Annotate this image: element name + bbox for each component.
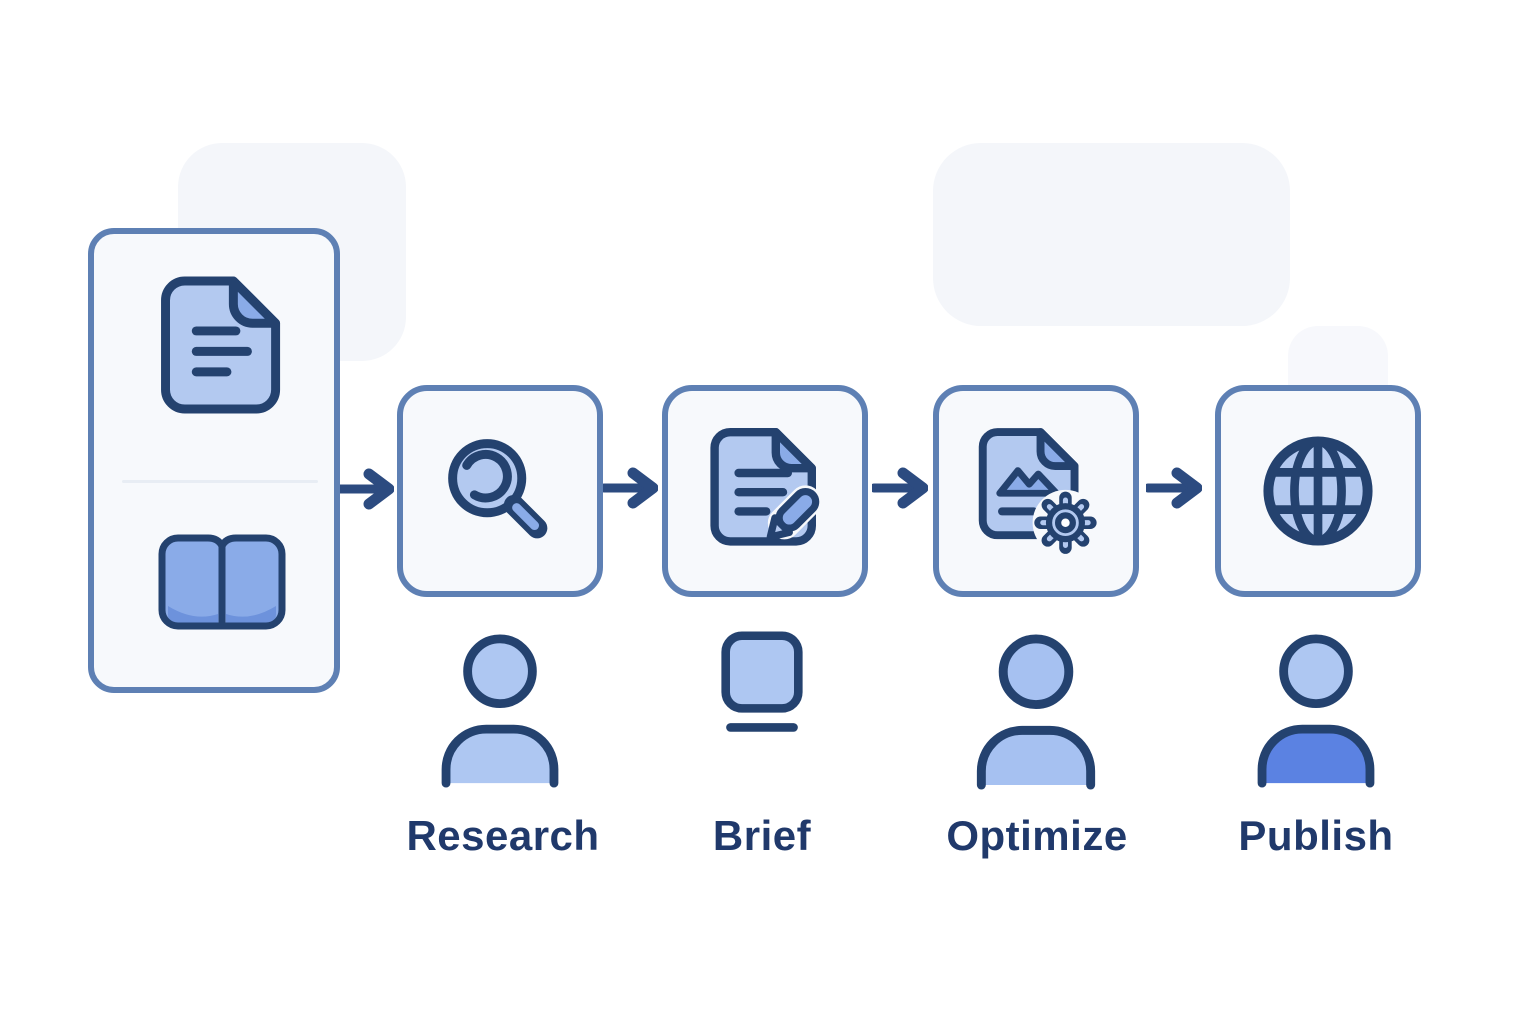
step-label-research: Research	[406, 812, 600, 859]
person-icon	[441, 634, 559, 788]
document-icon	[161, 276, 281, 414]
arrow-right-icon	[872, 467, 928, 509]
step-label-brief: Brief	[712, 812, 812, 859]
arrow-right-icon	[1146, 467, 1202, 509]
person-icon	[976, 634, 1096, 790]
document-pencil-icon	[710, 428, 822, 546]
step-label-optimize: Optimize	[946, 812, 1128, 859]
arrow-right-icon	[602, 467, 658, 509]
step-box-brief	[662, 385, 868, 597]
person-icon	[1257, 634, 1375, 788]
step-label-publish: Publish	[1238, 812, 1394, 859]
step-box-research	[397, 385, 603, 597]
background-shape	[933, 143, 1290, 326]
document-gear-icon	[978, 428, 1099, 556]
arrow-right-icon	[338, 468, 394, 510]
globe-icon	[1263, 436, 1373, 546]
step-box-publish	[1215, 385, 1421, 597]
step-box-optimize	[933, 385, 1139, 597]
divider	[122, 480, 318, 483]
book-icon	[158, 534, 286, 630]
magnifier-icon	[448, 439, 548, 539]
source-panel	[88, 228, 340, 693]
card-icon	[721, 631, 803, 732]
